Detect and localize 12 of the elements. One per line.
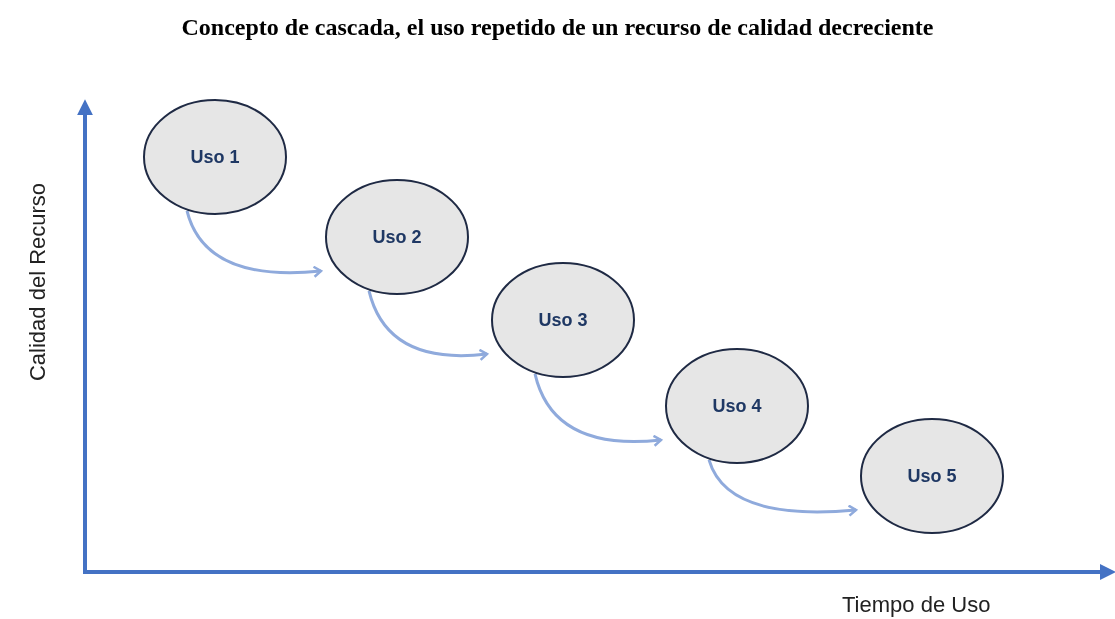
node-label: Uso 2 [371, 226, 423, 248]
node-label: Uso 3 [537, 309, 589, 331]
curved-arrow [533, 373, 663, 447]
title: Concepto de cascada, el uso repetido de un recurso de calidad decreciente [180, 14, 935, 41]
node-label: Uso 4 [711, 395, 763, 417]
axis-label: Tiempo de Uso [842, 592, 991, 618]
curved-arrow [185, 210, 323, 278]
curved-arrow [367, 290, 489, 361]
node-label: Uso 5 [906, 465, 958, 487]
axis-label: Calidad del Recurso [25, 182, 51, 382]
node-label: Uso 1 [189, 146, 241, 168]
curved-arrow [707, 459, 858, 517]
